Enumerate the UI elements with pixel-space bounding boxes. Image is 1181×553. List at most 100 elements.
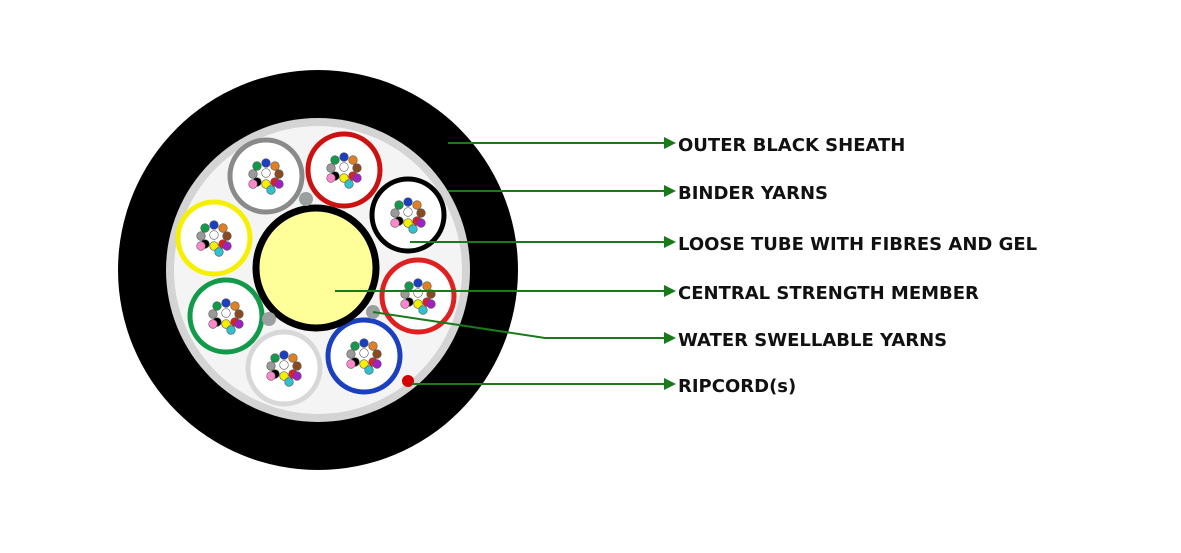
fibre [346,349,356,359]
fibre [368,341,378,351]
fibre [266,185,276,195]
fibre [200,223,210,233]
fibre [413,278,423,288]
fibre [390,218,400,228]
arrowhead [664,236,676,248]
fibre [266,361,276,371]
fibre [212,301,222,311]
fibre [416,218,426,228]
fibre [408,224,418,234]
label-outer-black-sheath: OUTER BLACK SHEATH [678,135,905,156]
arrowhead [664,332,676,344]
fibre [248,169,258,179]
fibre [404,281,414,291]
arrowhead [664,185,676,197]
fibre [221,319,231,329]
arrowhead [664,137,676,149]
fibre [339,152,349,162]
fibre [221,308,231,318]
fibre [350,341,360,351]
fibre [261,168,271,178]
fibre [274,179,284,189]
fibre [288,353,298,363]
fibre [359,359,369,369]
fibre [222,231,232,241]
fibre [209,220,219,230]
fibre [279,360,289,370]
fibre [418,305,428,315]
fibre [208,309,218,319]
loose-tube-white [245,329,323,407]
fibre [261,158,271,168]
arrowhead [664,285,676,297]
fibre [234,309,244,319]
loose-tube-green [187,277,265,355]
fibre [209,241,219,251]
fibre [222,241,232,251]
fibre [230,301,240,311]
water-swellable-yarn [262,312,276,326]
fibre [234,319,244,329]
leader-line-water-yarns [372,311,665,339]
fibre [279,350,289,360]
fibre [413,299,423,309]
fibre [412,200,422,210]
fibre [270,161,280,171]
fibre [422,281,432,291]
fibre [326,163,336,173]
fibre [252,161,262,171]
fibre [196,231,206,241]
fibre [248,179,258,189]
fibre [348,155,358,165]
central-strength-member [252,204,380,332]
fibre [403,218,413,228]
fibre [416,208,426,218]
fibre [372,359,382,369]
fibre [226,325,236,335]
loose-tube-yellow [175,199,253,277]
fibre [292,371,302,381]
loose-tube-red [379,257,457,335]
fibre [292,361,302,371]
fibre [394,200,404,210]
leader-arrowheads [664,137,676,390]
fibre [270,353,280,363]
arrowhead [664,378,676,390]
loose-tube-blue [325,317,403,395]
water-swellable-yarn [299,192,313,206]
label-binder-yarns: BINDER YARNS [678,183,828,204]
fibre [326,173,336,183]
label-central-strength-member: CENTRAL STRENGTH MEMBER [678,283,979,304]
fibre [330,155,340,165]
fibre [218,223,228,233]
fibre [274,169,284,179]
fibre [390,208,400,218]
fibre [346,359,356,369]
fibre [209,230,219,240]
fibre [284,377,294,387]
fibre [426,299,436,309]
fibre [413,288,423,298]
label-water-swellable-yarns: WATER SWELLABLE YARNS [678,330,947,351]
leader-lines [335,142,665,385]
loose-tube-black [369,176,447,254]
loose-tube-grey [227,137,305,215]
fibre [352,163,362,173]
fibre [266,371,276,381]
fibre [214,247,224,257]
fibre [364,365,374,375]
loose-tube-red [305,131,383,209]
fibre [400,299,410,309]
fibre [352,173,362,183]
fibre [344,179,354,189]
fibre [208,319,218,329]
fibre [359,348,369,358]
label-ripcord: RIPCORD(s) [678,376,796,397]
fibre [403,197,413,207]
ripcord [402,375,414,387]
fibre [221,298,231,308]
fibre [372,349,382,359]
label-loose-tube: LOOSE TUBE WITH FIBRES AND GEL [678,234,1037,255]
fibre [339,173,349,183]
